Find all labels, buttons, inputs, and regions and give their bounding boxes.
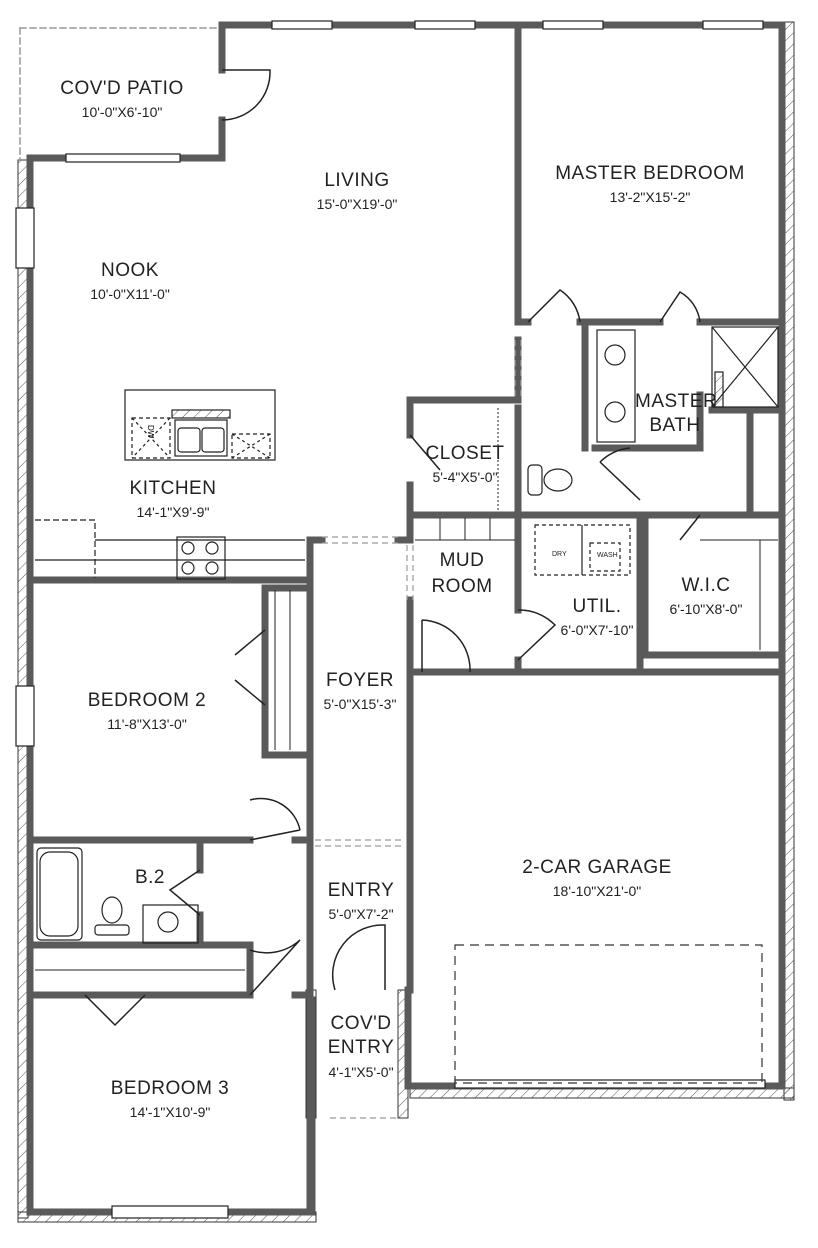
room-name: CLOSET bbox=[425, 443, 505, 464]
room-dims: 6'-10"X8'-0" bbox=[669, 601, 743, 617]
room-name: BEDROOM 3 bbox=[110, 1078, 230, 1099]
washer-label: WASH bbox=[597, 552, 618, 559]
room-covd-entry: COV'D ENTRY 4'-1"X5'-0" bbox=[321, 1012, 401, 1084]
room-name: NOOK bbox=[101, 260, 159, 281]
bath-fixtures bbox=[36, 326, 779, 944]
room-entry: ENTRY 5'-0"X7'-2" bbox=[328, 880, 395, 922]
room-name: LIVING bbox=[324, 170, 390, 191]
room-name: MASTER BATH bbox=[635, 391, 718, 436]
room-living: LIVING 15'-0"X19'-0" bbox=[317, 170, 398, 212]
room-dims: 4'-1"X5'-0" bbox=[328, 1064, 394, 1080]
room-mud-room: MUD ROOM bbox=[422, 548, 502, 600]
garage-door-outline bbox=[454, 944, 763, 1084]
kitchen-counter bbox=[35, 519, 305, 580]
room-dims: 14'-1"X9'-9" bbox=[136, 504, 210, 520]
closet-shelves bbox=[35, 408, 778, 971]
dryer-label: DRY bbox=[552, 551, 567, 558]
room-master-bedroom: MASTER BEDROOM 13'-2"X15'-2" bbox=[555, 163, 745, 205]
room-dims: 5'-0"X7'-2" bbox=[328, 906, 394, 922]
room-dims: 5'-0"X15'-3" bbox=[323, 696, 397, 712]
kitchen-island bbox=[124, 389, 276, 461]
room-wic: W.I.C 6'-10"X8'-0" bbox=[670, 575, 743, 617]
doors bbox=[84, 69, 701, 1027]
room-nook: NOOK 10'-0"X11'-0" bbox=[90, 260, 170, 302]
room-name: UTIL. bbox=[572, 596, 622, 617]
room-dims: 14'-1"X10'-9" bbox=[129, 1104, 211, 1120]
room-name: FOYER bbox=[326, 670, 394, 691]
room-bedroom-3: BEDROOM 3 14'-1"X10'-9" bbox=[111, 1078, 230, 1120]
room-name: 2-CAR GARAGE bbox=[522, 857, 672, 878]
room-name: ENTRY bbox=[327, 880, 395, 901]
windows bbox=[15, 20, 766, 1219]
room-closet: CLOSET 5'-4"X5'-0" bbox=[425, 443, 504, 485]
room-b2: B.2 bbox=[135, 867, 165, 889]
room-dims: 18'-10"X21'-0" bbox=[552, 883, 642, 899]
room-dims: 10'-0"X11'-0" bbox=[90, 286, 170, 302]
room-dims: 11'-8"X13'-0" bbox=[107, 716, 187, 732]
room-dims: 13'-2"X15'-2" bbox=[609, 189, 691, 205]
room-dims: 10'-0"X6'-10" bbox=[81, 104, 163, 120]
room-dims: 15'-0"X19'-0" bbox=[316, 196, 398, 212]
room-garage: 2-CAR GARAGE 18'-10"X21'-0" bbox=[522, 857, 672, 899]
room-name: MASTER BEDROOM bbox=[555, 163, 745, 184]
room-dims: 5'-4"X5'-0" bbox=[432, 469, 498, 485]
room-covd-patio: COV'D PATIO 10'-0"X6'-10" bbox=[60, 78, 184, 120]
openings bbox=[315, 340, 522, 1119]
room-name: W.I.C bbox=[681, 575, 731, 596]
room-dims: 6'-0"X7'-10" bbox=[560, 622, 634, 638]
room-name: B.2 bbox=[134, 867, 166, 888]
room-name: KITCHEN bbox=[129, 478, 217, 499]
room-name: BEDROOM 2 bbox=[87, 690, 207, 711]
room-foyer: FOYER 5'-0"X15'-3" bbox=[324, 670, 397, 712]
room-util: UTIL. 6'-0"X7'-10" bbox=[561, 596, 634, 638]
room-kitchen: KITCHEN 14'-1"X9'-9" bbox=[130, 478, 217, 520]
room-name: COV'D PATIO bbox=[60, 78, 184, 99]
room-name: MUD ROOM bbox=[431, 550, 493, 597]
room-master-bath: MASTER BATH bbox=[635, 390, 718, 438]
room-name: COV'D ENTRY bbox=[327, 1013, 395, 1058]
room-bedroom-2: BEDROOM 2 11'-8"X13'-0" bbox=[88, 690, 207, 732]
dishwasher-label: DW bbox=[146, 425, 155, 439]
